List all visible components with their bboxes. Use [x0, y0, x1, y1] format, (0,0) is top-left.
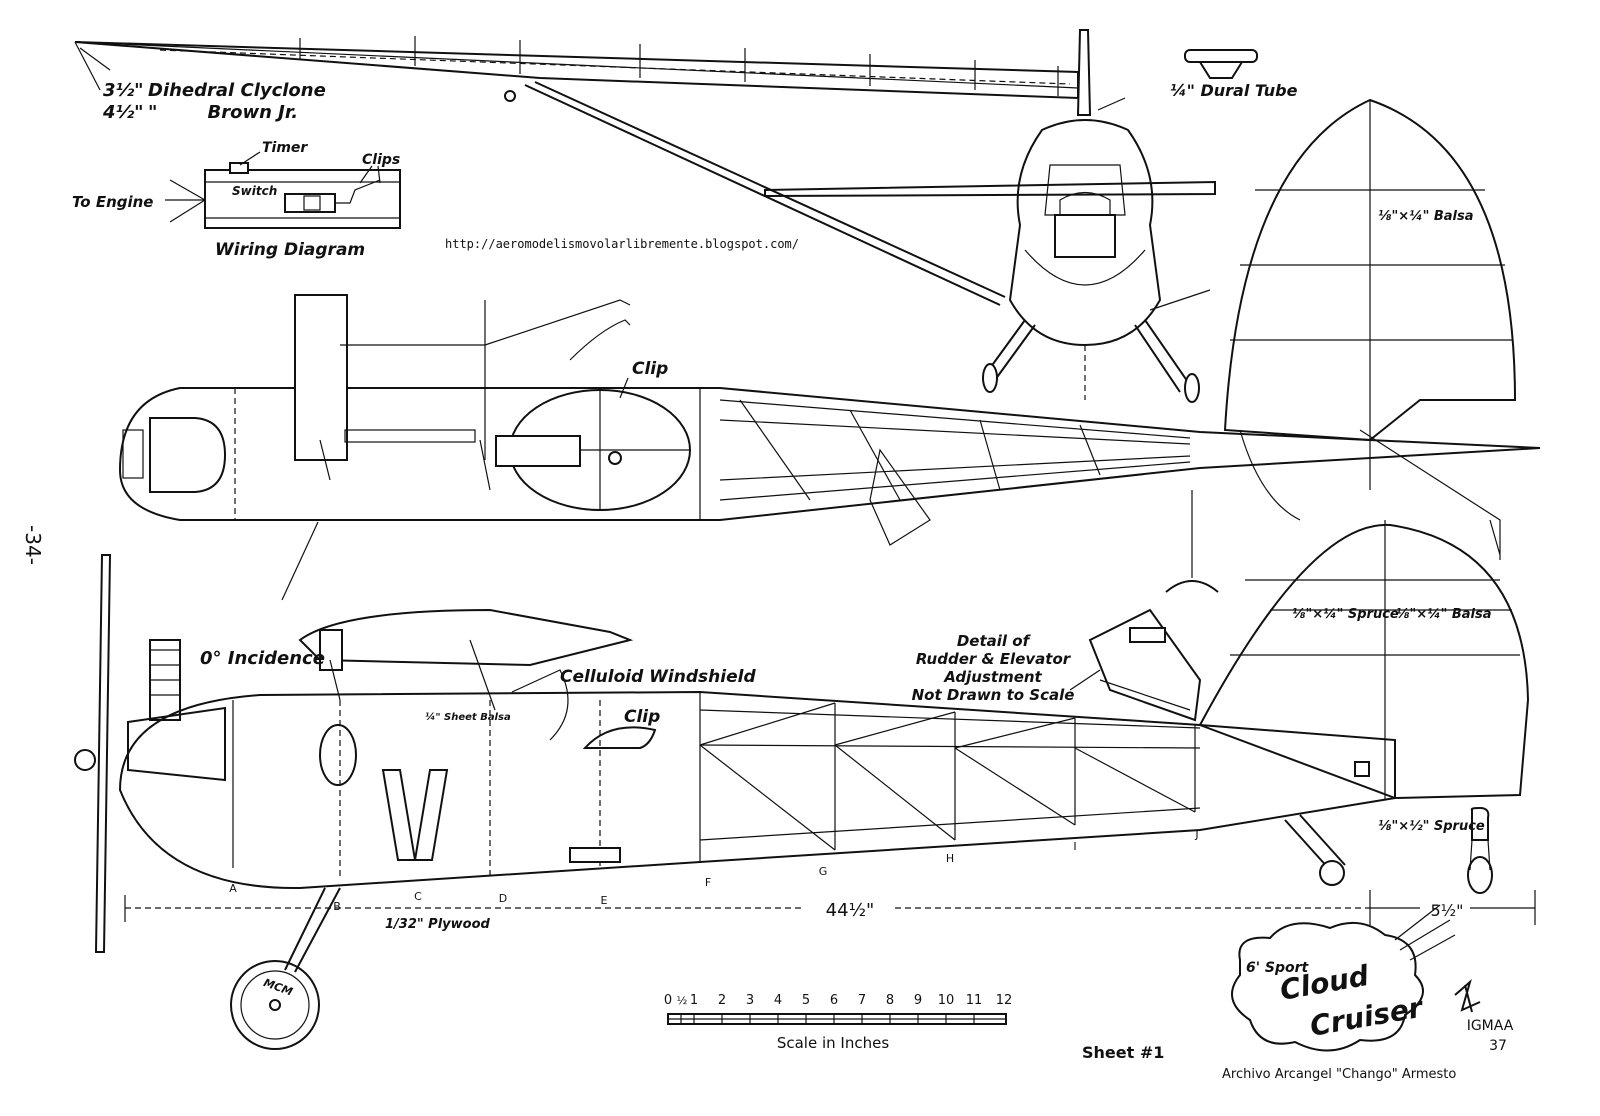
scale-tick-labels: 0 ½ 1 2 3 4 5 6 7 8 9 10 11 12: [664, 993, 1012, 1008]
signature-mark: [1454, 979, 1481, 1013]
sheet-label: Sheet #1: [1082, 1043, 1164, 1062]
cloud-logo: [1231, 904, 1456, 1052]
station-e: E: [601, 894, 608, 907]
detail-label-4: Not Drawn to Scale: [912, 686, 1075, 704]
fuselage-top-view: [118, 294, 1541, 546]
station-g: G: [819, 865, 828, 878]
engine: [127, 639, 226, 782]
scale-tick: 12: [996, 993, 1013, 1008]
org-number: 37: [1489, 1038, 1507, 1054]
side-clip-label: Clip: [624, 707, 660, 727]
detail-label-1: Detail of: [957, 632, 1032, 650]
dihedral-note: 3½" Dihedral Clyclone 4½" " Brown Jr.: [102, 80, 326, 123]
wiring-to-engine-label: To Engine: [72, 193, 153, 211]
detail-label-3: Adjustment: [943, 668, 1042, 686]
spinner: [74, 749, 96, 771]
station-b: B: [333, 900, 341, 913]
dural-tube-label: ¼" Dural Tube: [1170, 81, 1298, 100]
scale-tick: 5: [802, 993, 810, 1008]
cabane-side: [298, 608, 634, 711]
top-clip-label: Clip: [632, 359, 668, 379]
balsa-rudder-label: ⅛"×¼" Balsa: [1396, 607, 1492, 622]
sheet-balsa-label: ¼" Sheet Balsa: [425, 711, 511, 723]
windshield-label: Celluloid Windshield: [560, 667, 756, 687]
scale-tick: 7: [858, 993, 866, 1008]
scale-tick: 8: [886, 993, 894, 1008]
dihedral-value-1: 3½": [103, 80, 144, 101]
strut-bolt: [504, 90, 516, 102]
wiring-clips-label: Clips: [362, 152, 400, 168]
fin-plan-view: [1223, 98, 1517, 560]
station-c: C: [414, 890, 422, 903]
scale-tick: 3: [746, 993, 754, 1008]
spruce-rudder-label: ⅛"×¼" Spruce: [1292, 607, 1399, 622]
rudder-elevator-detail: [1069, 608, 1202, 722]
scale-bar: [667, 1013, 1007, 1025]
plywood-label: 1/32" Plywood: [385, 917, 491, 932]
org-label: IGMAA: [1467, 1018, 1514, 1034]
wiring-title: Wiring Diagram: [215, 240, 365, 260]
dihedral-text-1: Dihedral Clyclone: [148, 80, 326, 101]
propeller: [94, 554, 112, 953]
main-landing-gear: [230, 887, 341, 1050]
dimension-line: [124, 890, 1536, 925]
scale-tick: 1: [690, 993, 698, 1008]
rudder-side-view: [1198, 520, 1530, 800]
source-url: http://aeromodelismovolarlibremente.blog…: [445, 237, 799, 251]
scale-tick: 11: [966, 993, 983, 1008]
page-number: -34-: [21, 525, 45, 565]
scale-tick: 9: [914, 993, 922, 1008]
scale-tick: 2: [718, 993, 726, 1008]
scale-tick: 4: [774, 993, 782, 1008]
scale-tick: 0: [664, 993, 672, 1008]
incidence-label: 0° Incidence: [200, 648, 325, 669]
scale-tick: 6: [830, 993, 838, 1008]
station-j: J: [1194, 828, 1198, 841]
station-d: D: [499, 892, 507, 905]
wiring-switch-label: Switch: [232, 184, 277, 198]
scale-caption: Scale in Inches: [777, 1034, 889, 1052]
title-prefix: 6' Sport: [1246, 960, 1310, 976]
detail-label-2: Rudder & Elevator: [916, 650, 1072, 668]
scale-tick: 10: [938, 993, 955, 1008]
cabane-leader: [281, 521, 319, 601]
top-clip-leader: [619, 377, 629, 399]
fuselage-side-view: [118, 669, 1396, 890]
dural-tube-icon: [1184, 49, 1258, 79]
tail-wheel: [1284, 806, 1493, 894]
station-a: A: [229, 882, 237, 895]
tail-arc-detail: [1165, 580, 1219, 593]
station-f: F: [705, 876, 711, 889]
scale-tick: ½: [677, 994, 688, 1007]
spruce-tail-label: ⅛"×½" Spruce: [1378, 819, 1485, 834]
wiring-diagram: Timer Clips Switch To Engine Wiring Diag…: [72, 140, 401, 260]
fuselage-length: 44½": [826, 900, 875, 921]
tail-length: 5½": [1430, 901, 1463, 920]
dihedral-value-2: 4½": [102, 102, 144, 123]
wheel-initials: MCM: [262, 976, 295, 998]
station-i: I: [1073, 840, 1076, 853]
wiring-timer-label: Timer: [262, 140, 308, 156]
fin-balsa-label: ⅛"×¼" Balsa: [1378, 209, 1474, 224]
archive-credit: Archivo Arcangel "Chango" Armesto: [1222, 1067, 1456, 1082]
front-view: [764, 29, 1216, 403]
dihedral-text-2: " Brown Jr.: [148, 102, 298, 123]
station-h: H: [946, 852, 954, 865]
